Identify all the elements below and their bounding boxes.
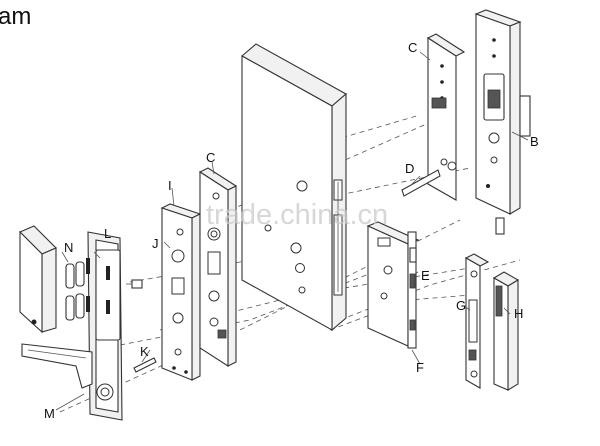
label-k: K [140,344,149,359]
label-j: J [152,236,159,251]
label-c-front: C [206,150,215,165]
back-handle-body [474,9,531,235]
front-escutcheon-plate [198,167,238,368]
battery-pack [65,258,110,321]
label-d: D [405,161,414,176]
label-n: N [64,240,73,255]
label-c-back: C [408,40,417,55]
spindle-rod [133,357,157,373]
battery-cover [19,225,57,334]
label-l: L [104,226,111,241]
diagram-title: am [0,3,31,30]
back-mounting-plate [426,33,466,201]
label-g: G [456,298,466,313]
label-m: M [44,406,55,421]
strike-box [492,271,520,391]
label-leader-lines [55,51,529,411]
label-f: F [416,360,424,375]
label-e: E [421,268,430,283]
part-labels: B C C D E F G H I J K L M N [44,40,539,421]
front-handle-body [87,231,123,421]
door-panel [241,43,347,332]
cable-connector [126,279,143,289]
front-lever-handle [21,343,93,389]
strike-plate [464,253,490,389]
label-b: B [530,134,539,149]
watermark-text: trade.china.cn [206,199,388,231]
label-i: I [168,178,172,193]
front-mounting-plate [160,203,202,381]
back-spindle [401,161,457,197]
label-h: H [514,306,523,321]
mortise-lock-body [366,221,420,349]
